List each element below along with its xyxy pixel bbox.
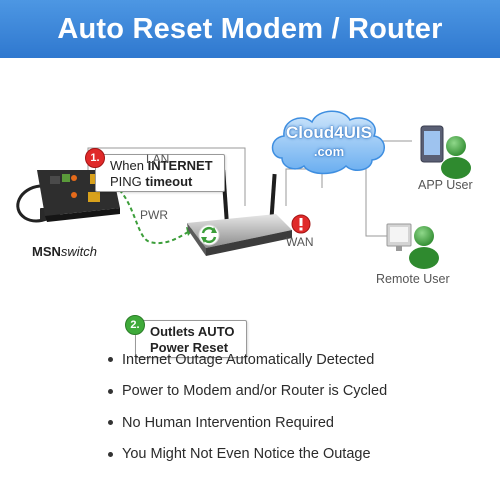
- feature-text: No Human Intervention Required: [122, 414, 334, 431]
- remote-user-label: Remote User: [376, 272, 450, 286]
- feature-text: You Might Not Even Notice the Outage: [122, 446, 371, 463]
- callout-1-text-b: INTERNET: [147, 158, 213, 173]
- brand-bold: MSN: [32, 244, 61, 259]
- ping-timeout-callout: 1. When INTERNET PING timeout: [85, 148, 225, 192]
- brand-italic: switch: [60, 244, 98, 259]
- remote-user-icon: [386, 223, 439, 269]
- step-2-badge: 2.: [125, 315, 145, 335]
- lan-label: LAN: [146, 152, 170, 166]
- power-reset-callout: 2. Outlets AUTO Power Reset: [125, 315, 247, 358]
- pwr-label: PWR: [140, 208, 168, 222]
- bullet-dot: [108, 451, 113, 457]
- feature-list-item: No Human Intervention Required: [108, 407, 488, 439]
- cloud-name: Cloud4UIS: [286, 123, 372, 142]
- feature-list-item: Internet Outage Automatically Detected: [108, 344, 488, 376]
- header-banner: Auto Reset Modem / Router: [0, 0, 500, 58]
- app-user-label: APP User: [418, 178, 473, 192]
- feature-list-item: You Might Not Even Notice the Outage: [108, 439, 488, 471]
- cloud-domain: .com: [313, 144, 345, 159]
- diagram: 1. When INTERNET PING timeout 2. Outlets…: [0, 58, 500, 358]
- step-1-badge: 1.: [85, 148, 105, 168]
- pwr-arrow: [107, 181, 189, 244]
- wan-label: WAN: [286, 235, 314, 249]
- bullet-dot: [108, 388, 113, 394]
- callout-1-line-2: PING timeout: [110, 174, 192, 189]
- callout-1-line-1: When INTERNET: [110, 158, 213, 173]
- wan-line: [285, 168, 323, 206]
- feature-text: Internet Outage Automatically Detected: [122, 351, 375, 368]
- bullet-dot: [108, 420, 113, 426]
- diagram-graphics: [16, 110, 471, 269]
- bullet-dot: [108, 357, 113, 363]
- feature-list-item: Power to Modem and/or Router is Cycled: [108, 376, 488, 408]
- feature-list: Internet Outage Automatically Detected P…: [108, 344, 488, 470]
- callout-2-line-1: Outlets AUTO: [150, 324, 235, 339]
- cloud-icon: [271, 110, 385, 175]
- app-user-icon: [420, 125, 471, 179]
- callout-1-text-c: PING: [110, 174, 146, 189]
- wan-alert-icon: [291, 214, 311, 234]
- feature-text: Power to Modem and/or Router is Cycled: [122, 383, 388, 400]
- power-cycle-icon: [198, 224, 220, 246]
- callout-1-text-d: timeout: [145, 174, 193, 189]
- page-title: Auto Reset Modem / Router: [57, 12, 443, 45]
- brand-label: MSNswitch: [32, 244, 97, 259]
- callout-1-text-a: When: [110, 158, 148, 173]
- callout-2-line-2: Power Reset: [150, 340, 229, 355]
